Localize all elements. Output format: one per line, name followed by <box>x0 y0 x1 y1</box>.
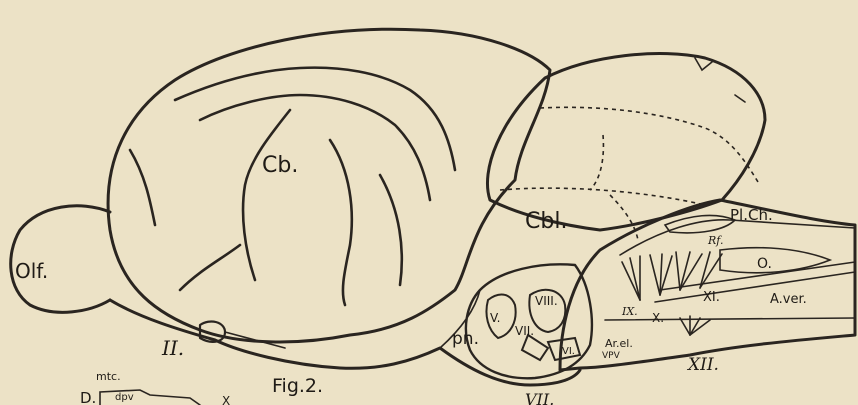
figure-caption: Fig.2. <box>272 375 323 397</box>
label-ar-el: Ar.el. <box>605 337 633 350</box>
label-rf: Rf. <box>707 234 723 247</box>
label-pons: pn. <box>452 329 479 349</box>
label-vpv: VPV <box>602 351 621 361</box>
label-nerve-ii: II. <box>161 336 184 360</box>
label-nerve-xii: XII. <box>686 355 719 375</box>
label-nerve-v: V. <box>490 311 500 325</box>
label-cerebellum: Cbl. <box>525 209 567 234</box>
label-cerebrum: Cb. <box>262 153 298 178</box>
label-nerve-viii: VIII. <box>535 294 558 308</box>
label-nerve-vii: VII. <box>515 324 534 338</box>
label-o: O. <box>757 256 772 272</box>
label-nerve-vi: VI. <box>562 346 575 357</box>
label-bottom-d: D. <box>80 389 96 405</box>
label-bottom-dpv: dpv <box>115 392 134 403</box>
label-bottom-x: X <box>222 394 230 405</box>
label-nerve-xi: XI. <box>703 290 720 305</box>
label-a-ver: A.ver. <box>770 292 807 307</box>
label-plexus-choroideus: Pl.Ch. <box>730 206 773 224</box>
label-olfactory: Olf. <box>15 259 48 283</box>
label-nerve-ix: IX. <box>621 305 638 318</box>
label-bottom-mtc: mtc. <box>96 370 121 383</box>
label-nerve-x: X. <box>652 311 664 325</box>
label-bottom-vii: VII. <box>525 390 554 405</box>
